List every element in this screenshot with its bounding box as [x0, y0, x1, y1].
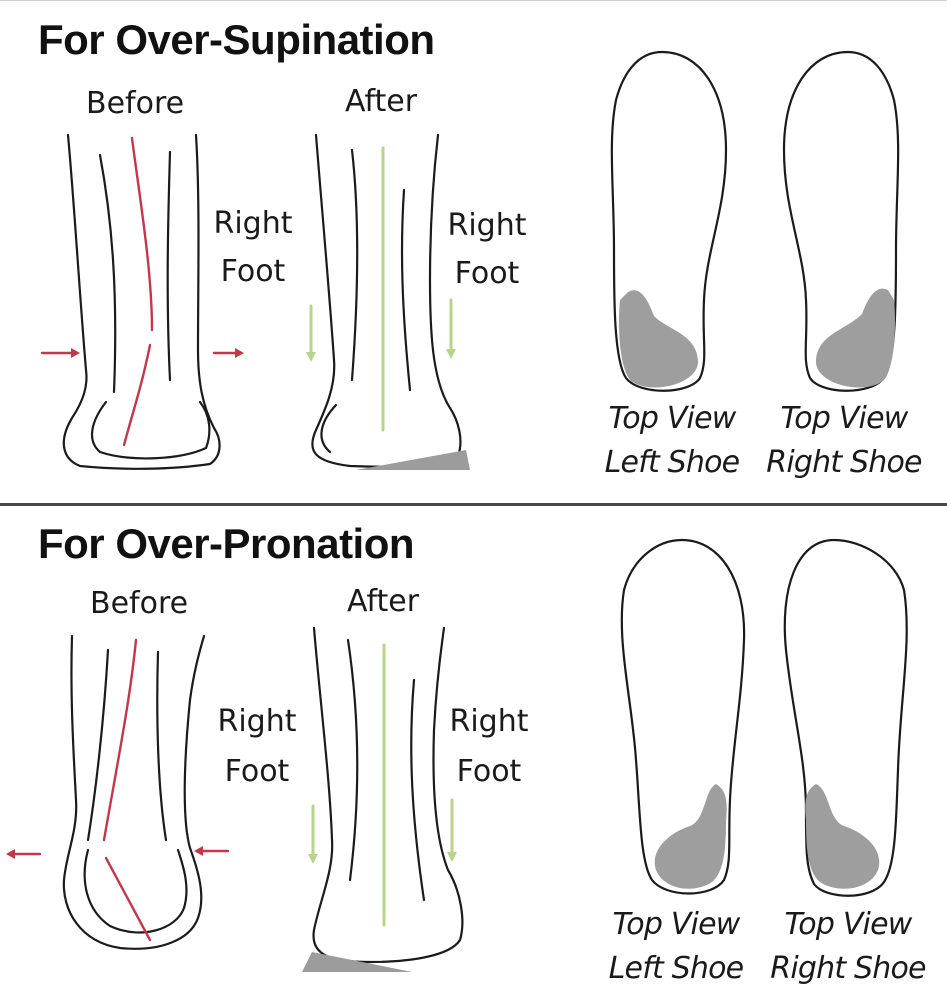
pronation-after-wedge [302, 952, 412, 972]
pronation-before-achilles-left [86, 648, 110, 842]
pronation-before-leg-outline [62, 634, 206, 950]
pronation-insoles [620, 538, 908, 897]
pronation-before-achilles-right [156, 650, 168, 842]
foot-label-line1: Right [449, 704, 529, 739]
view-label-line1: Top View [612, 907, 740, 942]
view-label-line2: Left Shoe [608, 951, 745, 986]
view-label-line1: Top View [784, 907, 912, 942]
view-label-line2: Left Shoe [604, 445, 741, 480]
pronation-after-arrow-right-head [447, 852, 457, 862]
pronation-before-arrow-left-head [6, 849, 15, 859]
pronation-after-leg-outline [312, 626, 464, 964]
pronation-after-arrow-left-head [308, 854, 318, 864]
supination-after-heel-inner [320, 403, 338, 454]
supination-left-insert [619, 290, 699, 388]
supination-after-leg-outline [311, 133, 462, 468]
pronation-before-arrow-right-head [194, 846, 203, 856]
top-rule [0, 0, 947, 1]
supination-after-achilles-left [350, 148, 359, 382]
pronation-before-heel-cup [83, 848, 188, 934]
supination-before-alignment-lower [122, 343, 152, 447]
section-divider [0, 503, 947, 506]
supination-after-achilles-right [400, 188, 412, 392]
pronation-right-insert [805, 784, 880, 889]
foot-label-line2: Foot [456, 754, 522, 789]
supination-after-foot [306, 133, 470, 470]
pronation-before-label: Before [90, 586, 189, 621]
supination-before-achilles-right [166, 150, 172, 382]
pronation-after-achilles-right [410, 678, 426, 902]
foot-label-line2: Foot [224, 754, 290, 789]
pronation-before-alignment-upper [102, 638, 138, 842]
supination-after-arrow-left-head [306, 352, 316, 362]
supination-before-foot [40, 133, 244, 470]
pronation-before-foot [6, 634, 230, 950]
pronation-after-achilles-left [346, 638, 359, 882]
pronation-title: For Over-Pronation [38, 520, 415, 567]
supination-before-label: Before [86, 86, 185, 121]
foot-label-line1: Right [213, 206, 293, 241]
pronation-left-insert [654, 784, 727, 889]
view-label-line1: Top View [780, 401, 908, 436]
foot-label-line1: Right [217, 704, 297, 739]
supination-before-arrow-left-head [71, 348, 80, 358]
supination-before-leg-outer-left [62, 133, 221, 470]
supination-after-wedge [356, 450, 470, 470]
view-label-line1: Top View [608, 401, 736, 436]
supination-before-heel-cup [90, 400, 211, 460]
view-label-line2: Right Shoe [770, 951, 926, 986]
pronation-after-foot [302, 626, 464, 972]
supination-before-alignment-upper [130, 136, 154, 332]
foot-label-line2: Foot [220, 254, 286, 289]
supination-title: For Over-Supination [38, 16, 435, 63]
supination-before-arrow-right-head [235, 348, 244, 358]
supination-right-insert [815, 288, 895, 388]
view-label-line2: Right Shoe [766, 445, 922, 480]
pronation-after-label: After [347, 584, 420, 619]
supination-after-arrow-right-head [446, 349, 456, 359]
foot-label-line2: Foot [454, 256, 520, 291]
supination-after-label: After [345, 84, 418, 119]
supination-insoles [610, 50, 900, 392]
supination-before-achilles-left [98, 153, 117, 394]
pronation-before-alignment-lower [104, 856, 152, 942]
foot-label-line1: Right [447, 208, 527, 243]
